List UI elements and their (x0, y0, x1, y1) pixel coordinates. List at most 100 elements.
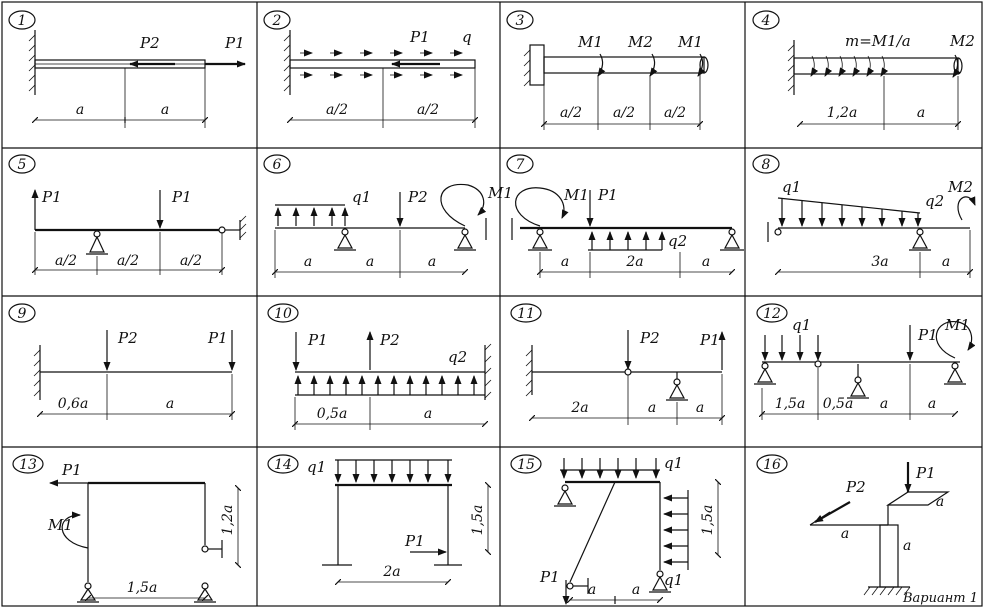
svg-text:P2: P2 (379, 331, 400, 349)
svg-text:3a: 3a (871, 254, 888, 270)
svg-text:7: 7 (516, 157, 525, 173)
svg-text:a: a (632, 582, 640, 598)
cell-number-5: 5 (8, 154, 36, 174)
svg-text:q1: q1 (664, 454, 683, 472)
svg-text:M2: M2 (627, 33, 653, 51)
problem-9: P2 P1 0,6a a (33, 329, 236, 420)
problem-3: M1 M2 M1 a/2 a/2 a/2 (523, 33, 709, 130)
svg-text:P1: P1 (917, 326, 938, 344)
problem-4: m=M1/a M2 1,2a a (787, 32, 975, 130)
svg-text:4: 4 (761, 13, 771, 29)
svg-text:M1: M1 (677, 33, 703, 51)
svg-text:q: q (462, 28, 472, 46)
problem-10: P1 P2 q2 0,5a a (295, 331, 492, 430)
svg-text:14: 14 (274, 457, 292, 473)
problem-6: q1 P2 M1 a a a (275, 183, 513, 278)
svg-text:M2: M2 (947, 178, 973, 196)
svg-text:M1: M1 (577, 33, 603, 51)
cell-number-9: 9 (8, 303, 36, 323)
cell-number-15: 15 (510, 454, 542, 474)
svg-text:a/2: a/2 (117, 253, 139, 269)
svg-text:P1: P1 (207, 329, 228, 347)
svg-text:a/2: a/2 (326, 102, 348, 118)
cell-number-11: 11 (510, 303, 542, 323)
svg-text:P1: P1 (307, 331, 328, 349)
svg-text:1,2a: 1,2a (220, 505, 236, 536)
svg-text:1,2a: 1,2a (827, 105, 858, 121)
svg-text:M1: M1 (47, 516, 73, 534)
svg-text:q2: q2 (448, 348, 467, 366)
cell-number-12: 12 (756, 303, 788, 323)
variant-label: Вариант 1 (902, 591, 978, 606)
svg-text:P2: P2 (139, 34, 160, 52)
svg-text:a: a (424, 406, 432, 422)
svg-text:2a: 2a (382, 564, 400, 580)
svg-text:0,5a: 0,5a (317, 406, 348, 422)
svg-text:10: 10 (274, 306, 292, 322)
svg-text:a: a (841, 526, 849, 542)
svg-text:M2: M2 (949, 32, 975, 50)
problem-2: P1 q a/2 a/2 (283, 28, 475, 128)
svg-text:P2: P2 (407, 188, 428, 206)
cell-number-1: 1 (8, 10, 36, 30)
cell-number-6: 6 (263, 154, 291, 174)
svg-text:M1: M1 (944, 316, 970, 334)
svg-text:0,6a: 0,6a (58, 396, 89, 412)
svg-text:13: 13 (19, 457, 37, 473)
svg-text:12: 12 (763, 306, 781, 322)
svg-text:a: a (702, 254, 710, 270)
svg-text:a: a (928, 396, 936, 412)
cell-number-7: 7 (506, 154, 534, 174)
svg-text:a: a (903, 538, 911, 554)
problem-12: q1 P1 M1 1,5a 0,5a a a (754, 316, 976, 420)
problem-5: P1 P1 a/2 a/2 a/2 (31, 188, 247, 275)
svg-text:a/2: a/2 (417, 102, 439, 118)
svg-text:5: 5 (18, 157, 27, 173)
svg-text:9: 9 (18, 306, 27, 322)
svg-text:0,5a: 0,5a (823, 396, 854, 412)
cell-number-2: 2 (263, 10, 291, 30)
svg-text:P1: P1 (915, 464, 936, 482)
svg-text:q1: q1 (664, 571, 683, 589)
svg-text:q1: q1 (307, 458, 326, 476)
svg-text:a: a (161, 102, 169, 118)
distributed-moment (810, 55, 889, 77)
svg-text:1,5a: 1,5a (127, 580, 158, 596)
svg-text:a: a (880, 396, 888, 412)
svg-text:a: a (428, 254, 436, 270)
problem-1: P2 P1 a a (28, 30, 246, 128)
svg-text:q1: q1 (782, 178, 801, 196)
svg-text:2: 2 (272, 13, 282, 29)
cell-number-8: 8 (752, 154, 780, 174)
svg-text:a/2: a/2 (613, 105, 635, 121)
svg-text:a: a (76, 102, 84, 118)
svg-text:1,5a: 1,5a (470, 505, 486, 536)
svg-text:q2: q2 (925, 192, 944, 210)
problem-14: q1 P1 1,5a 2a (307, 458, 488, 582)
svg-text:a/2: a/2 (560, 105, 582, 121)
distributed-load (300, 49, 463, 79)
svg-text:1,5a: 1,5a (700, 505, 716, 536)
svg-text:q1: q1 (792, 316, 811, 334)
svg-text:q2: q2 (668, 232, 687, 250)
problem-8: q1 q2 M2 3a a (767, 178, 976, 278)
svg-text:a/2: a/2 (55, 253, 77, 269)
svg-text:P1: P1 (171, 188, 192, 206)
svg-text:1,5a: 1,5a (775, 396, 806, 412)
svg-text:15: 15 (517, 457, 535, 473)
svg-text:P1: P1 (41, 188, 62, 206)
svg-text:P1: P1 (539, 568, 560, 586)
svg-text:m=M1/a: m=M1/a (845, 32, 911, 50)
svg-text:a: a (648, 400, 656, 416)
svg-text:1: 1 (18, 13, 27, 29)
svg-text:a/2: a/2 (664, 105, 686, 121)
cell-number-10: 10 (267, 303, 299, 323)
problem-15: q1 q1 P1 1,5a a a (539, 454, 718, 605)
svg-text:M1: M1 (563, 186, 589, 204)
svg-text:a: a (304, 254, 312, 270)
svg-text:2a: 2a (570, 400, 588, 416)
svg-text:16: 16 (763, 457, 781, 473)
svg-text:a/2: a/2 (180, 253, 202, 269)
cell-number-16: 16 (756, 454, 788, 474)
